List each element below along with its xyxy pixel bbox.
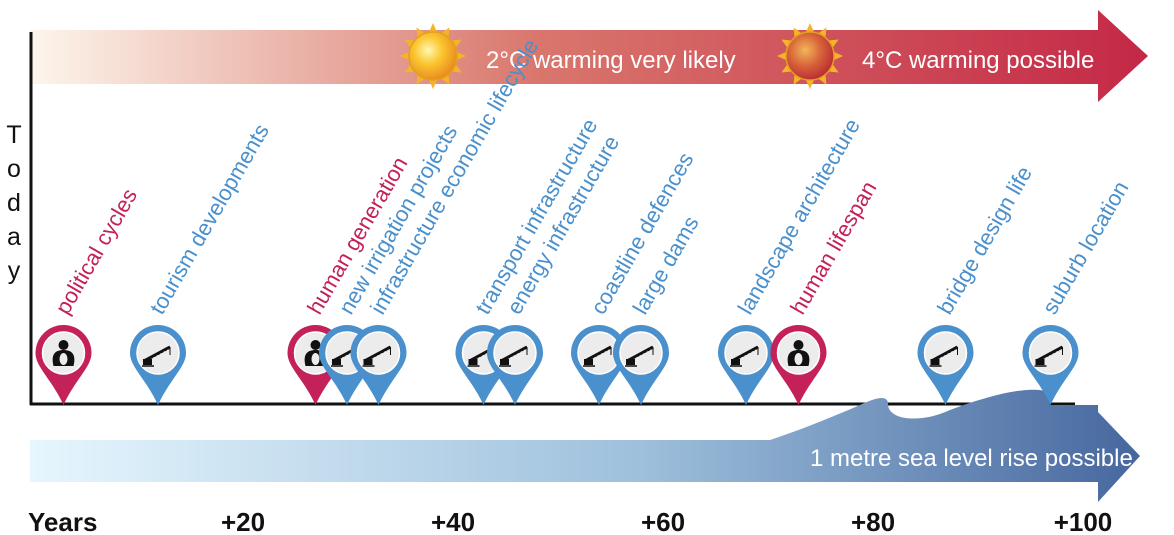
crane-icon: [583, 345, 612, 367]
x-tick-label: +40: [431, 507, 475, 535]
warming-arrow: [30, 10, 1148, 102]
today-letter: y: [8, 257, 21, 285]
today-letter: T: [6, 121, 21, 149]
warming-label-4c: 4°C warming possible: [862, 47, 1094, 74]
marker-label: bridge design life: [932, 162, 1037, 319]
warming-label-2c: 2°C warming very likely: [486, 47, 736, 74]
crane-icon: [1034, 345, 1064, 367]
x-tick-labels: +20 +40 +60 +80 +100: [221, 507, 1112, 535]
crane-icon: [929, 345, 959, 367]
sea-level-label: 1 metre sea level rise possible: [810, 445, 1133, 472]
today-letter: o: [7, 155, 21, 183]
human-marker: political cycles: [35, 184, 142, 405]
x-tick-label: +80: [851, 507, 895, 535]
crane-icon: [499, 345, 528, 367]
infrastructure-marker: tourism developments: [130, 120, 274, 405]
infrastructure-marker: bridge design life: [917, 162, 1037, 405]
crane-icon: [142, 345, 171, 367]
sun-icon: [400, 23, 466, 89]
today-letter: d: [7, 189, 21, 217]
infrastructure-marker: suburb location: [1022, 177, 1133, 405]
person-icon: [52, 340, 75, 366]
years-axis-label: Years: [28, 507, 97, 535]
crane-icon: [362, 345, 392, 367]
x-tick-label: +60: [641, 507, 685, 535]
x-tick-label: +100: [1054, 507, 1113, 535]
timeline-axes: [29, 32, 1075, 406]
person-icon: [787, 340, 810, 366]
crane-icon: [625, 345, 654, 367]
marker-label: suburb location: [1037, 177, 1133, 319]
x-tick-label: +20: [221, 507, 265, 535]
marker-label: tourism developments: [145, 120, 274, 319]
marker-label: political cycles: [50, 184, 142, 318]
today-letter: a: [7, 223, 21, 251]
crane-icon: [730, 345, 759, 367]
sea-level-arrow: [30, 389, 1140, 502]
hot-sun-icon: [777, 23, 843, 89]
